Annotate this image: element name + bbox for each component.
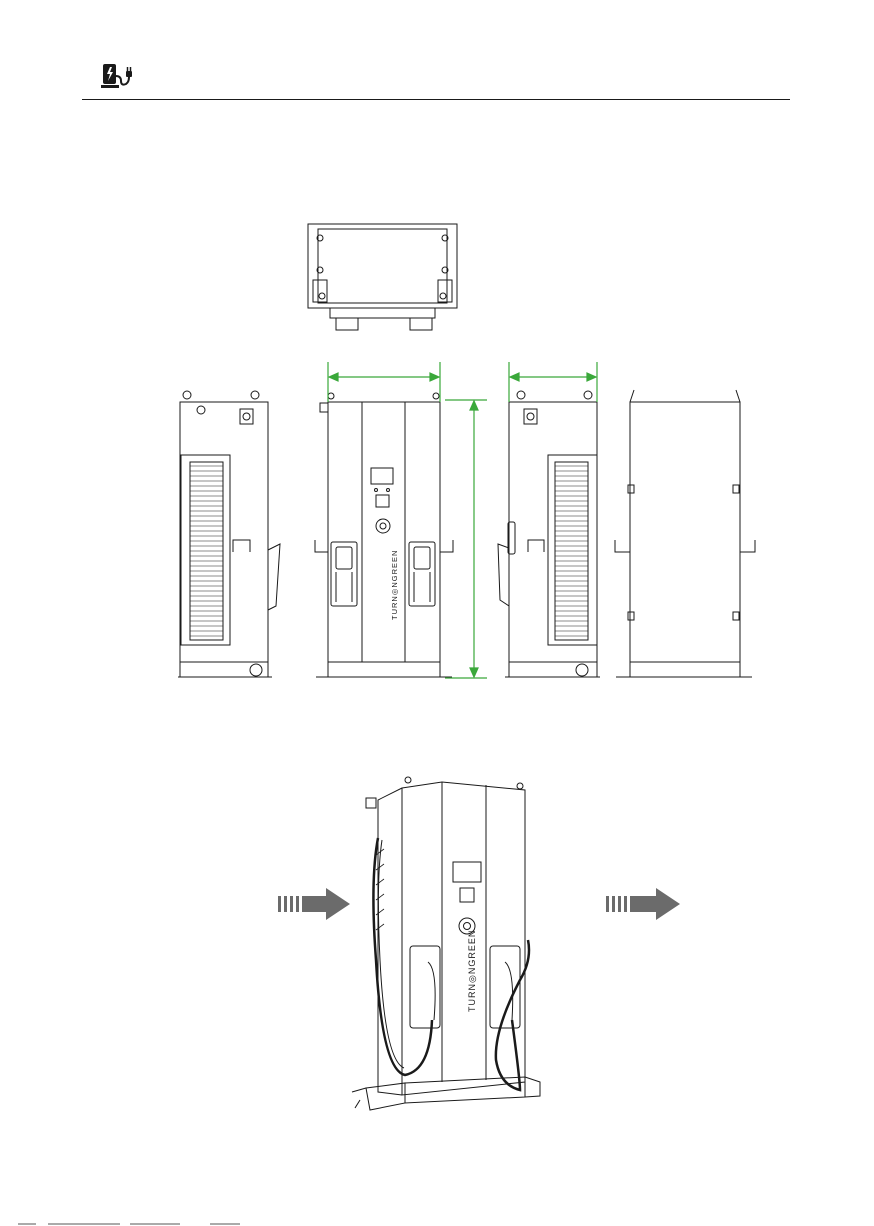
front-brand-text: TURN◎NGREEN (390, 550, 399, 620)
isometric-view (352, 777, 540, 1110)
top-view (308, 224, 457, 330)
right-side-view (498, 391, 600, 677)
left-side-view (178, 391, 280, 677)
front-view (315, 393, 453, 677)
dimension-lines (328, 362, 597, 678)
air-outlet-arrow (606, 888, 680, 920)
rear-view (615, 390, 755, 677)
footer-marks (0, 1220, 874, 1226)
iso-brand-text: TURN◎NGREEN (467, 930, 477, 1012)
air-inlet-arrow (278, 888, 350, 920)
